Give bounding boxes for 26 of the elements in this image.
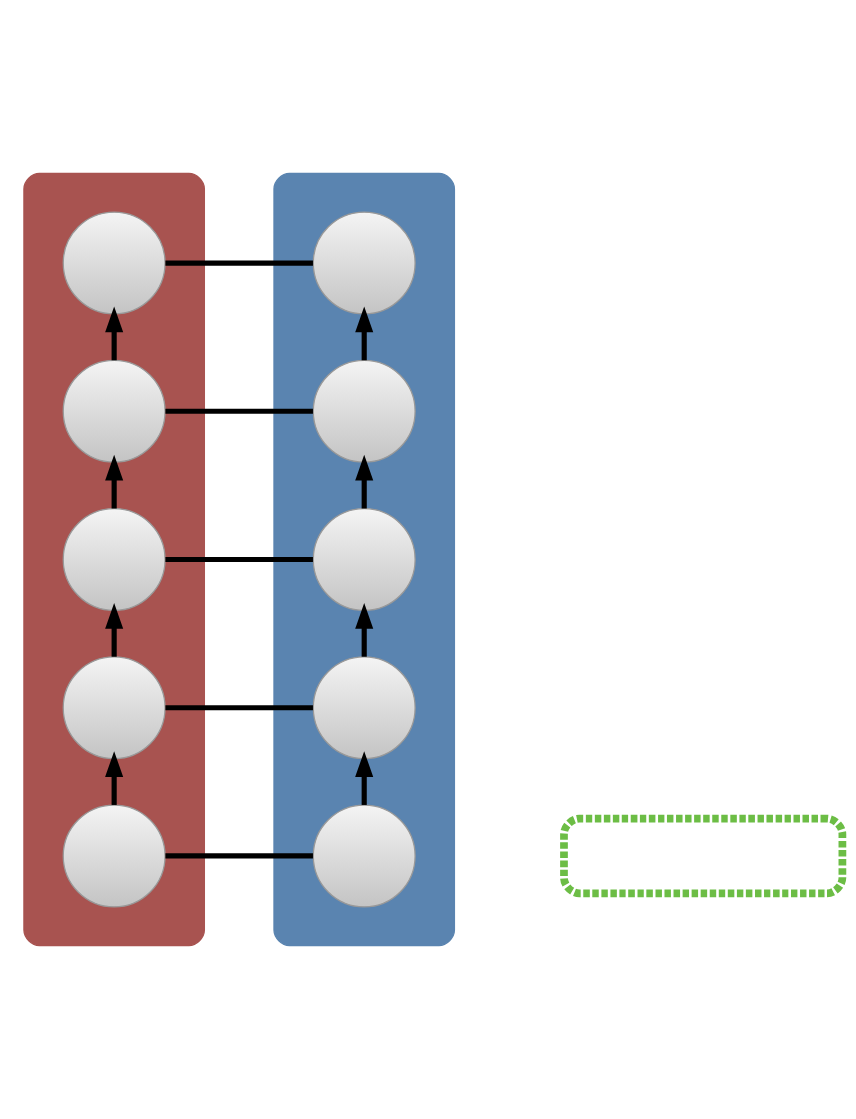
- connector: [165, 853, 313, 859]
- connector: [165, 260, 313, 266]
- node-circle: [62, 507, 166, 612]
- node-circle: [312, 359, 416, 463]
- arrow: [355, 454, 374, 509]
- node-circle: [312, 507, 416, 612]
- node-circle: [312, 211, 416, 315]
- arrow: [105, 602, 124, 657]
- cluster: [273, 172, 456, 947]
- node-circle: [62, 211, 166, 315]
- arrow: [355, 306, 374, 361]
- arrow: [355, 602, 374, 657]
- cluster: [23, 172, 205, 947]
- connector: [165, 705, 313, 711]
- connector: [165, 556, 313, 563]
- node-circle: [312, 656, 416, 760]
- node-circle: [62, 656, 166, 760]
- connector: [165, 408, 313, 414]
- node-circle: [312, 804, 416, 908]
- arrow: [355, 751, 374, 805]
- node-circle: [62, 804, 166, 908]
- arrow: [105, 306, 124, 361]
- arrow: [105, 751, 124, 805]
- node-box: [560, 814, 847, 898]
- arrow: [105, 454, 124, 509]
- node-circle: [62, 359, 166, 463]
